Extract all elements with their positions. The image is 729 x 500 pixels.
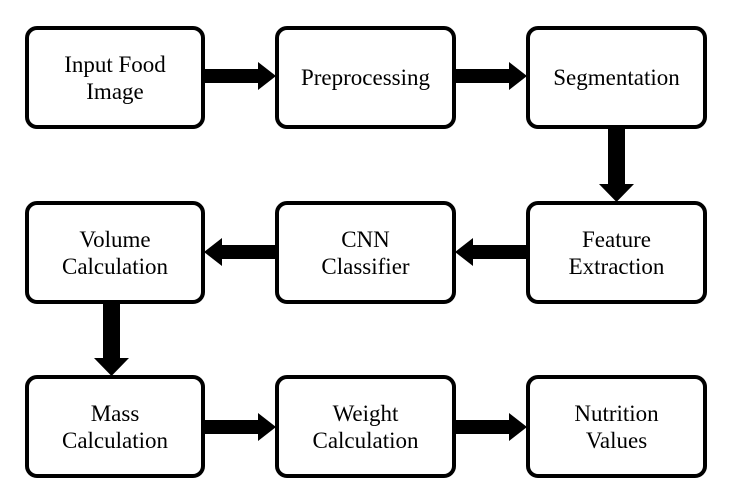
node-label: Weight Calculation <box>312 400 419 453</box>
node-label: Volume Calculation <box>61 226 169 279</box>
arrow-input-to-preprocessing <box>204 62 276 90</box>
node-label: Mass Calculation <box>61 400 169 453</box>
node-label: Preprocessing <box>300 65 431 90</box>
arrow-volume-to-mass-calculation <box>94 303 129 376</box>
node-preprocessing: Preprocessing <box>275 26 456 129</box>
node-segmentation: Segmentation <box>526 26 707 129</box>
node-label: Segmentation <box>553 65 680 90</box>
node-feature-extraction: Feature Extraction <box>526 201 707 304</box>
arrow-cnn-classifier-to-volume-calculation <box>204 238 276 266</box>
arrow-feature-extraction-to-cnn-classifier <box>455 238 527 266</box>
arrow-mass-to-weight-calculation <box>204 413 276 441</box>
node-cnn-classifier: CNN Classifier <box>275 201 456 304</box>
node-label: Nutrition Values <box>574 400 659 453</box>
node-input-food-image: Input Food Image <box>25 26 205 129</box>
node-nutrition-values: Nutrition Values <box>526 375 707 478</box>
node-label: Feature Extraction <box>568 226 665 279</box>
arrow-preprocessing-to-segmentation <box>455 62 527 90</box>
node-mass-calculation: Mass Calculation <box>25 375 205 478</box>
arrow-segmentation-to-feature-extraction <box>599 128 634 202</box>
arrow-weight-calculation-to-nutrition-values <box>455 413 527 441</box>
node-label: Input Food Image <box>64 51 166 104</box>
node-weight-calculation: Weight Calculation <box>275 375 456 478</box>
node-label: CNN Classifier <box>321 226 410 279</box>
node-volume-calculation: Volume Calculation <box>25 201 205 304</box>
